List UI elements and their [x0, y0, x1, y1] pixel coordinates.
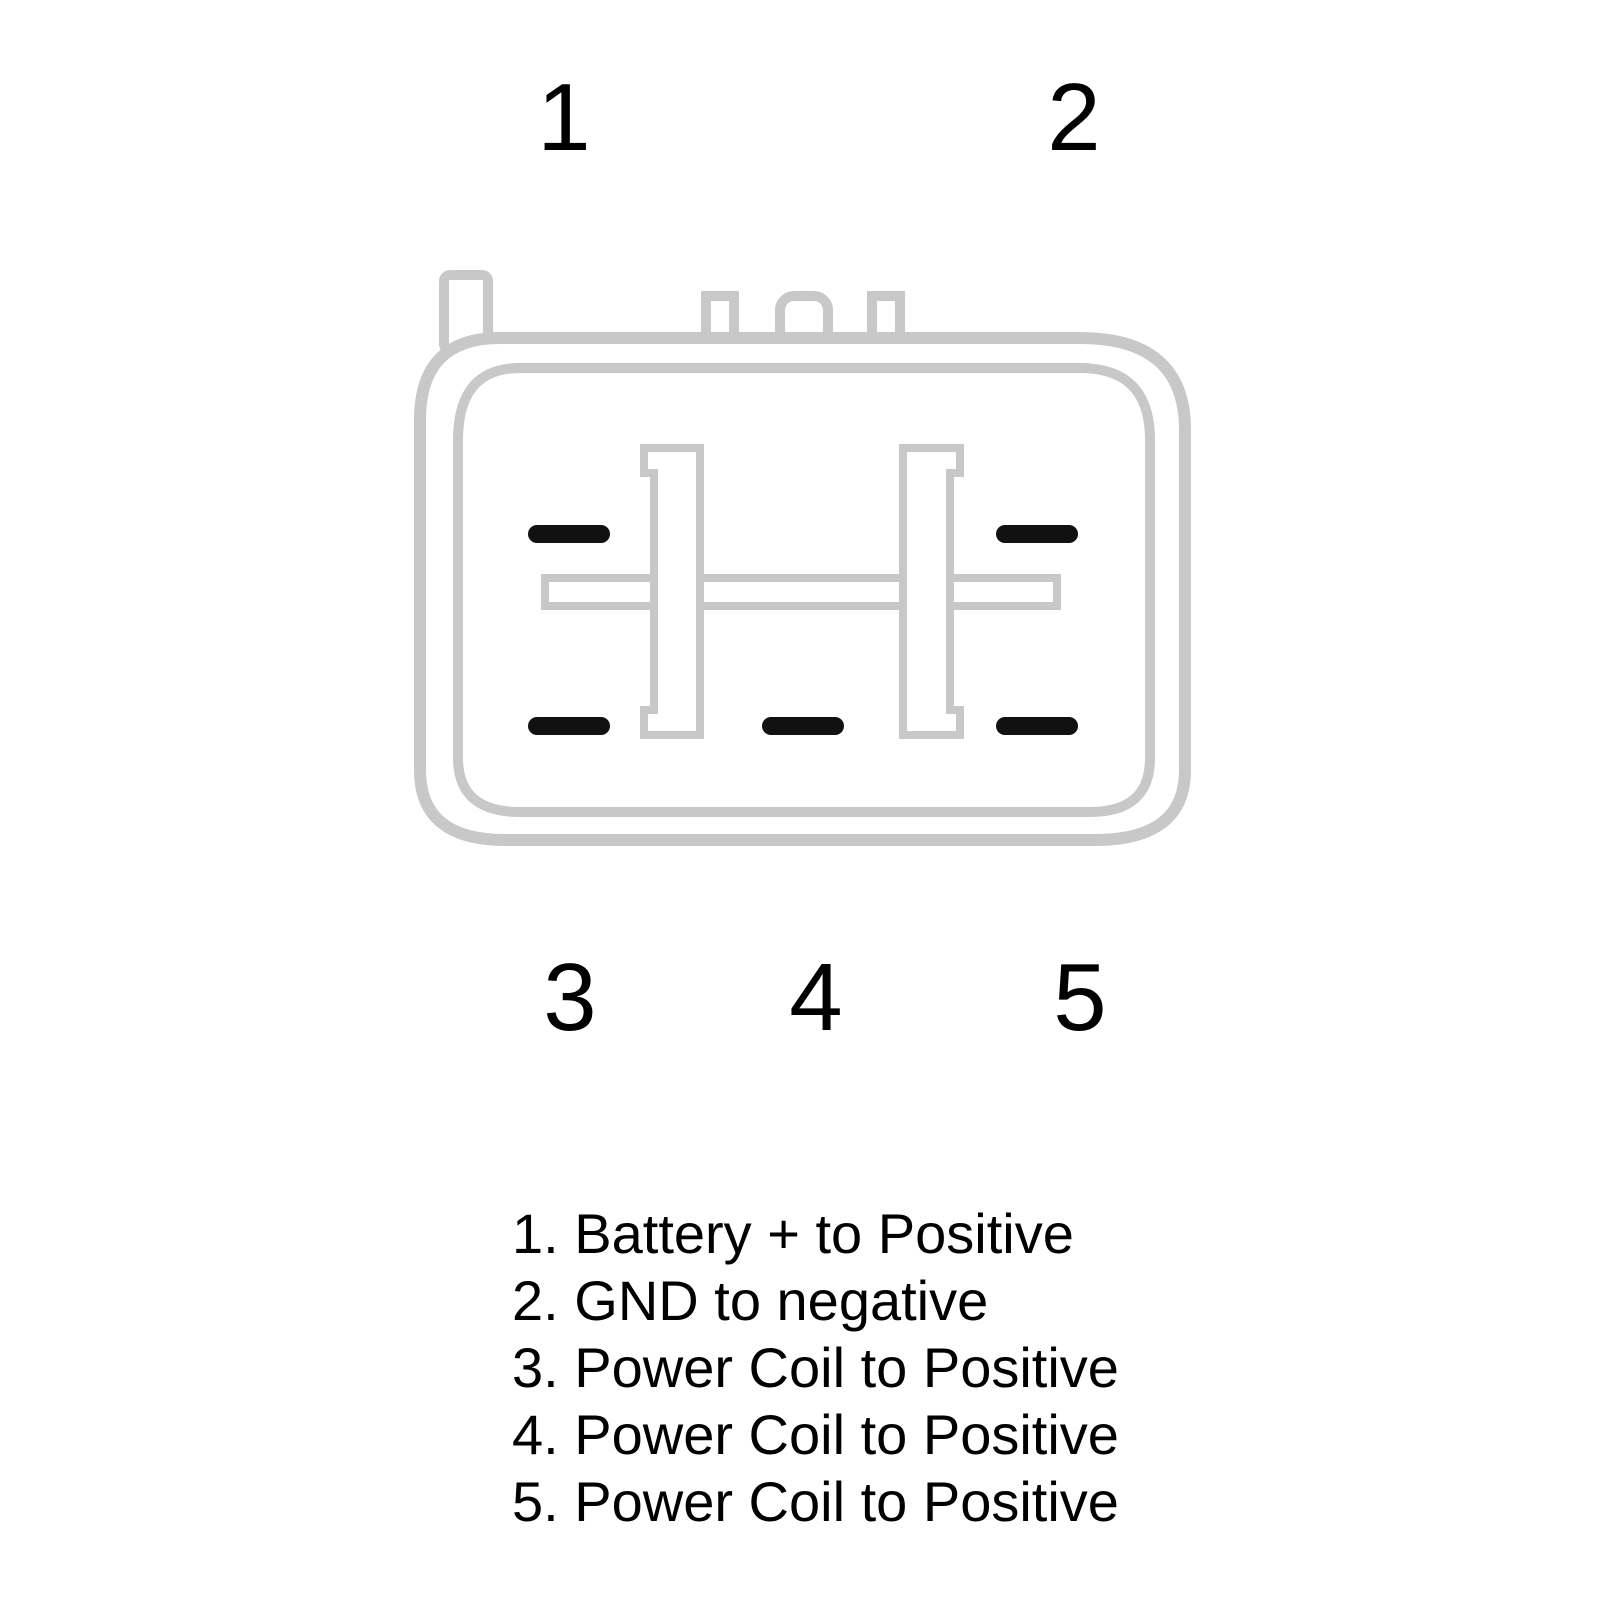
pin-legend-item: 1. Battery + to Positive	[512, 1202, 1074, 1265]
pin-number-5-label: 5	[1053, 944, 1107, 1051]
pin-legend-item: 4. Power Coil to Positive	[512, 1403, 1119, 1466]
terminal-pin-2	[996, 525, 1078, 543]
pin-legend-item: 3. Power Coil to Positive	[512, 1336, 1119, 1399]
pin-number-1-label: 1	[537, 64, 591, 171]
pin-legend-item: 5. Power Coil to Positive	[512, 1470, 1119, 1533]
connector-keying-post-right	[899, 444, 964, 739]
terminal-pin-4	[762, 717, 844, 735]
pin-number-3-label: 3	[543, 944, 597, 1051]
terminal-pin-5	[996, 717, 1078, 735]
pin-number-2-label: 2	[1047, 64, 1101, 171]
terminal-pin-3	[528, 717, 610, 735]
connector-keying-bar	[541, 574, 1061, 610]
pin-number-4-label: 4	[789, 944, 843, 1051]
pin-legend-item: 2. GND to negative	[512, 1269, 989, 1332]
connector-keying-post-left	[640, 444, 704, 739]
connector-drawing	[414, 270, 1191, 846]
pin-legend: 1. Battery + to Positive 2. GND to negat…	[512, 1200, 1119, 1535]
terminal-pin-1	[528, 525, 610, 543]
